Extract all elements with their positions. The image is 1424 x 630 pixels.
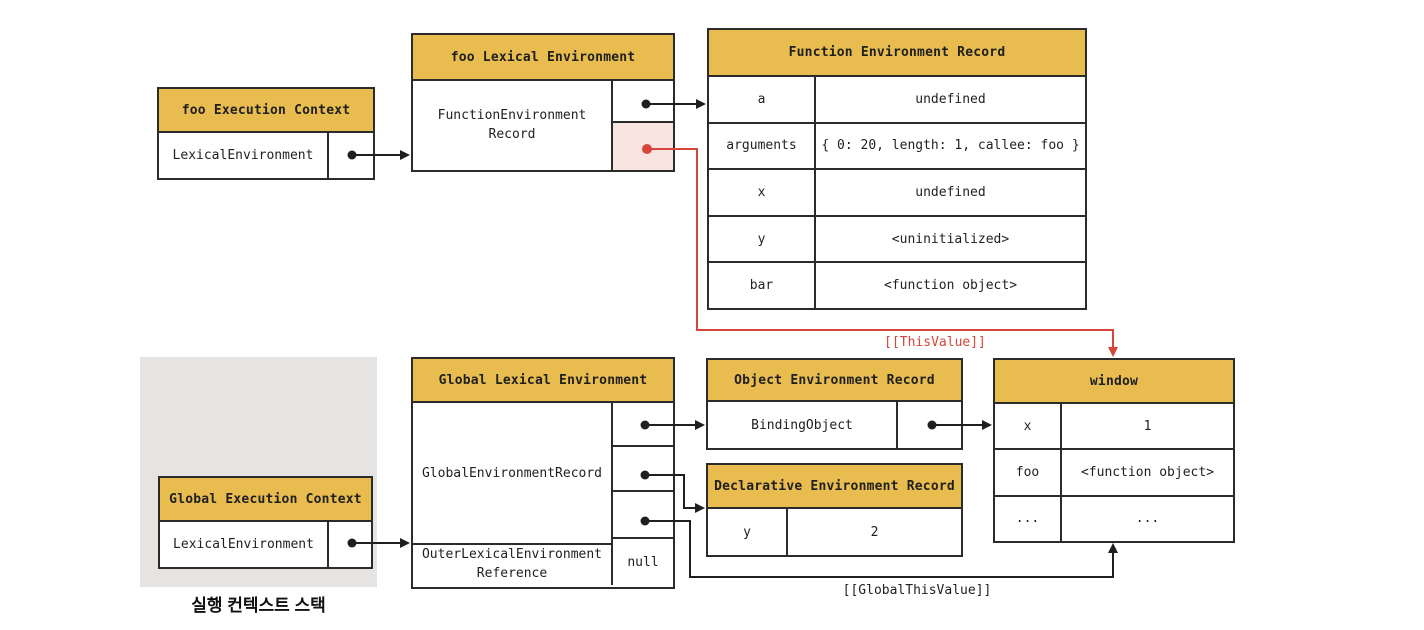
table-row: x 1 xyxy=(995,404,1233,449)
arrowhead-icon xyxy=(695,503,705,513)
declarative-environment-record-box: Declarative Environment Record y 2 xyxy=(706,463,963,557)
arrowhead-icon xyxy=(400,538,410,548)
table-row: arguments { 0: 20, length: 1, callee: fo… xyxy=(709,121,1085,169)
gle-object-record-pointer-slot xyxy=(613,403,673,447)
outer-reference-null-value: null xyxy=(627,554,659,570)
window-key: foo xyxy=(1015,464,1040,480)
global-execution-context-title: Global Execution Context xyxy=(160,478,371,522)
window-object-title: window xyxy=(995,360,1233,404)
global-environment-record-label: GlobalEnvironmentRecord xyxy=(421,465,602,481)
window-key: ... xyxy=(1015,511,1040,527)
window-value: <function object> xyxy=(1060,450,1233,495)
arrowhead-icon xyxy=(696,99,706,109)
gle-declarative-record-pointer-slot xyxy=(613,447,673,492)
function-environment-record-label: FunctionEnvironment Record xyxy=(437,107,587,142)
global-ec-pointer-slot xyxy=(327,522,371,567)
arrowhead-icon xyxy=(1108,543,1118,553)
foo-ec-lexical-environment-label: LexicalEnvironment xyxy=(172,148,314,163)
arrowhead-icon xyxy=(400,150,410,160)
gle-globalthis-pointer-slot xyxy=(613,492,673,539)
foo-lexical-environment-box: foo Lexical Environment FunctionEnvironm… xyxy=(411,33,675,172)
fer-key: bar xyxy=(749,278,774,294)
table-row: a undefined xyxy=(709,77,1085,122)
table-row: y 2 xyxy=(708,509,961,555)
foo-le-thisvalue-pointer-slot xyxy=(613,123,673,170)
der-value: 2 xyxy=(786,509,961,555)
fer-value: <uninitialized> xyxy=(814,216,1085,262)
fer-value: undefined xyxy=(814,77,1085,122)
foo-execution-context-title: foo Execution Context xyxy=(159,89,373,133)
foo-le-record-pointer-slot xyxy=(613,81,673,123)
global-ec-lexical-environment-label: LexicalEnvironment xyxy=(173,537,314,552)
window-object-box: window x 1 foo <function object> ... ... xyxy=(993,358,1235,543)
fer-value: <function object> xyxy=(814,263,1085,308)
fer-key: x xyxy=(757,184,766,200)
foo-ec-pointer-slot xyxy=(327,133,373,178)
table-row: x undefined xyxy=(709,168,1085,215)
object-environment-record-box: Object Environment Record BindingObject xyxy=(706,358,963,450)
globalthisvalue-arrow-label: [[GlobalThisValue]] xyxy=(842,583,992,598)
der-key: y xyxy=(743,524,751,540)
fer-key: a xyxy=(757,91,766,107)
window-value: 1 xyxy=(1060,404,1233,449)
table-row: foo <function object> xyxy=(995,448,1233,495)
function-environment-record-table: Function Environment Record a undefined … xyxy=(707,28,1087,310)
object-environment-record-title: Object Environment Record xyxy=(708,360,961,402)
foo-execution-context-box: foo Execution Context LexicalEnvironment xyxy=(157,87,375,180)
table-row: bar <function object> xyxy=(709,261,1085,308)
fer-value: undefined xyxy=(814,170,1085,215)
fer-key: y xyxy=(757,231,766,247)
table-row: y <uninitialized> xyxy=(709,214,1085,262)
arrowhead-icon xyxy=(982,420,992,430)
window-value: ... xyxy=(1060,496,1233,541)
arrowhead-icon xyxy=(1108,347,1118,357)
fer-value: { 0: 20, length: 1, callee: foo } xyxy=(814,123,1085,169)
foo-lexical-environment-title: foo Lexical Environment xyxy=(413,35,673,81)
execution-context-stack-caption: 실행 컨텍스트 스택 xyxy=(191,596,326,615)
global-lexical-environment-title: Global Lexical Environment xyxy=(413,359,673,403)
declarative-environment-record-title: Declarative Environment Record xyxy=(708,465,961,509)
global-lexical-environment-box: Global Lexical Environment GlobalEnviron… xyxy=(411,357,675,589)
function-environment-record-title: Function Environment Record xyxy=(709,30,1085,77)
table-row: ... ... xyxy=(995,494,1233,541)
global-execution-context-box: Global Execution Context LexicalEnvironm… xyxy=(158,476,373,569)
binding-object-label: BindingObject xyxy=(751,417,853,433)
fer-key: arguments xyxy=(726,138,797,154)
outer-lexical-environment-reference-label: OuterLexicalEnvironment Reference xyxy=(413,543,611,585)
window-key: x xyxy=(1023,418,1032,434)
arrowhead-icon xyxy=(695,420,705,430)
binding-object-pointer-slot xyxy=(896,402,961,448)
thisvalue-arrow-label: [[ThisValue]] xyxy=(884,335,986,350)
